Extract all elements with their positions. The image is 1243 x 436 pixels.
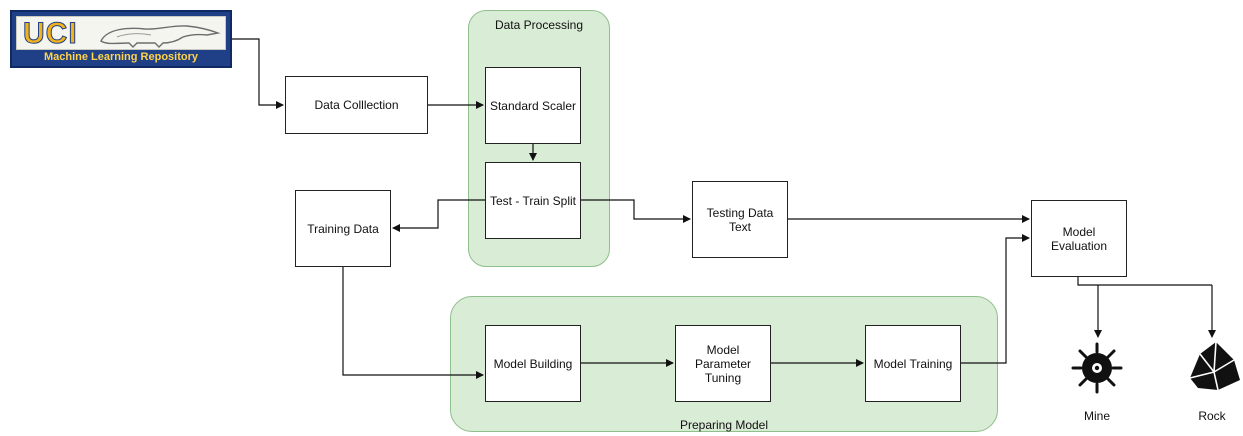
edge-evaluation-to-outputs bbox=[1077, 277, 1212, 286]
node-training-data: Training Data bbox=[295, 190, 391, 267]
logo-subtitle: Machine Learning Repository bbox=[43, 51, 199, 63]
rock-icon bbox=[1189, 341, 1240, 391]
logo-uci-text: UCI bbox=[23, 17, 78, 51]
node-model-evaluation: Model Evaluation bbox=[1031, 200, 1127, 277]
data-processing-label: Data Processing bbox=[494, 18, 584, 32]
node-data-collection: Data Colllection bbox=[285, 76, 428, 134]
edge-training-to-evaluation bbox=[961, 234, 1030, 364]
uci-logo: UCI Machine Learning Repository bbox=[10, 10, 232, 68]
logo-top-panel: UCI bbox=[16, 16, 226, 51]
output-mine-label: Mine bbox=[1083, 409, 1110, 423]
edge-training-to-building bbox=[342, 267, 484, 379]
node-testing-data: Testing Data Text bbox=[692, 181, 788, 258]
anteater-icon bbox=[100, 25, 221, 48]
output-rock-label: Rock bbox=[1198, 409, 1226, 423]
edge-split-to-training bbox=[392, 199, 485, 232]
node-standard-scaler: Standard Scaler bbox=[485, 67, 581, 144]
edge-logo-to-collection bbox=[232, 38, 284, 109]
node-test-train-split: Test - Train Split bbox=[485, 162, 581, 239]
mine-icon bbox=[1071, 342, 1123, 394]
node-model-parameter-tuning: Model Parameter Tuning bbox=[675, 325, 771, 402]
node-model-building: Model Building bbox=[485, 325, 581, 402]
edge-split-to-testing bbox=[581, 199, 691, 223]
node-model-training: Model Training bbox=[865, 325, 961, 402]
preparing-model-label: Preparing Model bbox=[679, 418, 769, 432]
